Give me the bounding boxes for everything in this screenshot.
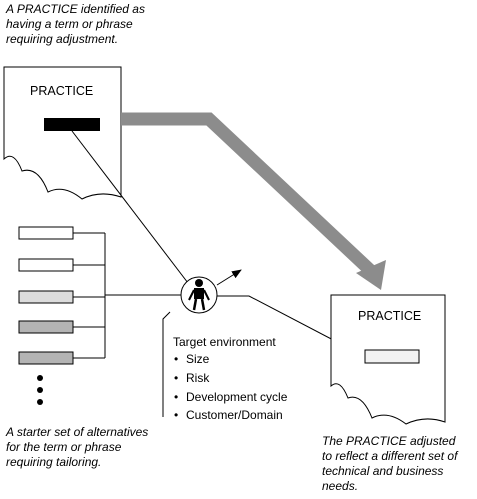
svg-text:•: •: [174, 390, 178, 404]
alternatives-caption: A starter set of alternatives for the te…: [5, 425, 152, 469]
alternative-box: [18, 226, 74, 240]
target-bullets: • Size • Risk • Development cycle • Cust…: [174, 352, 288, 422]
alternative-box: [18, 320, 74, 334]
practice-left-title: PRACTICE: [30, 84, 93, 98]
svg-text:•: •: [174, 352, 178, 366]
alternative-box: [18, 290, 74, 304]
alternative-box: [18, 258, 74, 272]
svg-text:•: •: [174, 408, 178, 422]
bullet-customer-domain: Customer/Domain: [186, 408, 283, 422]
term-to-person-line: [71, 130, 189, 284]
ellipsis-dot: [37, 399, 43, 405]
person-icon: [180, 276, 218, 314]
alternative-box: [18, 351, 74, 365]
to-adjusted-term-arrow: [217, 295, 361, 355]
bullet-risk: Risk: [186, 371, 210, 385]
practice-right-title: PRACTICE: [358, 309, 421, 323]
practice-document-right: PRACTICE: [330, 294, 446, 425]
adjusted-term-box: [364, 349, 420, 364]
output-arrow: [216, 269, 242, 286]
target-bracket: [162, 311, 171, 417]
alternatives-list: [18, 226, 181, 405]
thick-adjustment-arrow: [121, 112, 386, 290]
highlighted-term-bar: [44, 118, 100, 131]
practice-document-left: PRACTICE: [3, 66, 122, 200]
adjusted-caption: The PRACTICE adjusted to reflect a diffe…: [322, 434, 461, 493]
bullet-development-cycle: Development cycle: [186, 390, 288, 404]
top-caption: A PRACTICE identified as having a term o…: [5, 2, 148, 46]
ellipsis-dot: [37, 375, 43, 381]
bullet-size: Size: [186, 352, 210, 366]
target-environment-title: Target environment: [173, 335, 276, 349]
ellipsis-dot: [37, 387, 43, 393]
svg-text:•: •: [174, 371, 178, 385]
